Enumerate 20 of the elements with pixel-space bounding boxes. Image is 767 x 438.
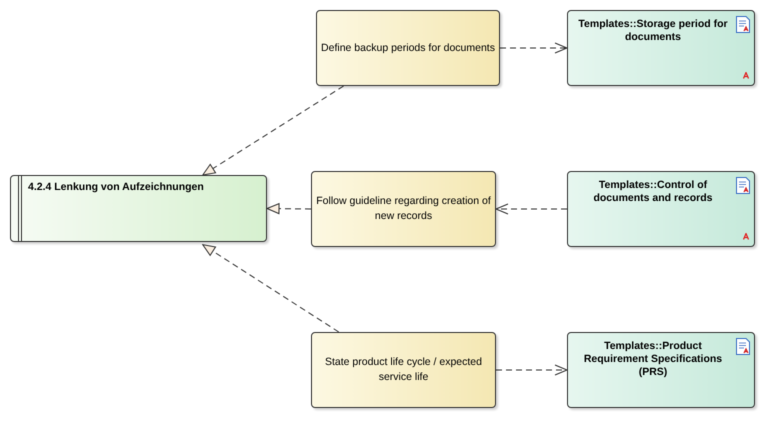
artifact-title: Templates::Control of documents and records xyxy=(592,179,714,205)
package-box xyxy=(10,175,267,242)
dependency-arrow xyxy=(500,42,568,54)
artifact-box xyxy=(567,171,755,247)
artifact-title: Templates::Storage period for documents xyxy=(577,18,729,44)
artifact-box xyxy=(567,332,755,408)
activity-text: Follow guideline regarding creation of new records xyxy=(315,194,492,224)
activity-box xyxy=(311,171,496,247)
dependency-arrow xyxy=(496,364,568,376)
dependency-arrow xyxy=(496,204,568,214)
activity-box xyxy=(311,332,496,408)
artifact-box xyxy=(567,10,755,86)
dependency-arrow xyxy=(266,203,312,214)
section-title: 4.2.4 Lenkung von Aufzeichnungen xyxy=(28,180,204,195)
dependency-arrow xyxy=(202,244,340,332)
artifact-title: Templates::Product Requirement Specifications (PRS) xyxy=(582,340,724,379)
activity-text: Define backup periods for documents xyxy=(321,40,495,56)
dependency-arrow xyxy=(202,86,344,176)
activity-text: State product life cycle / expected service life xyxy=(324,355,483,385)
activity-box xyxy=(316,10,500,86)
